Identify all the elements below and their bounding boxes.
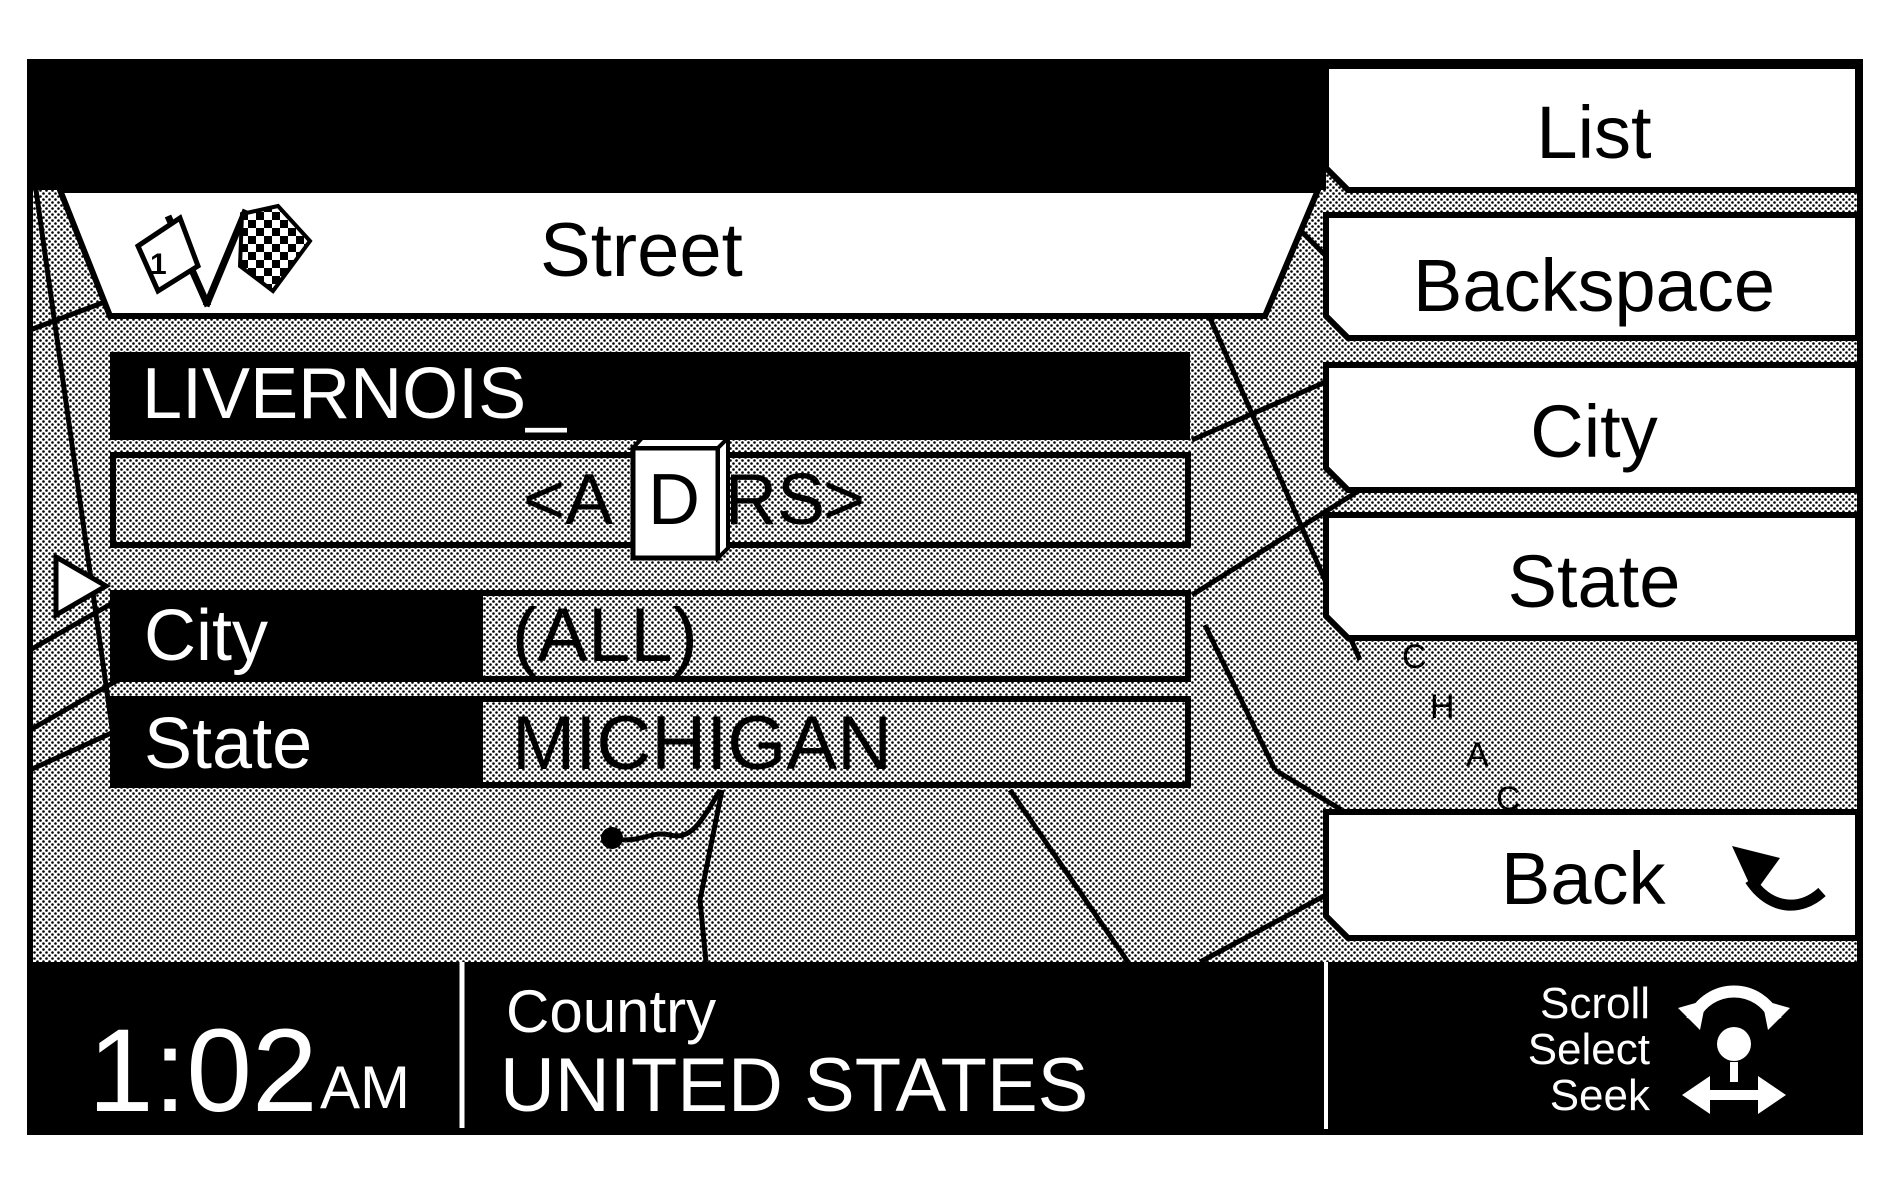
map-place-letter: H — [1430, 688, 1455, 726]
map-place-letter: C — [1496, 780, 1521, 818]
back-button[interactable]: Back — [1326, 812, 1862, 938]
state-button[interactable]: State — [1326, 515, 1862, 638]
list-button-label: List — [1536, 91, 1652, 174]
street-entry-field[interactable]: LIVERNOIS_ — [142, 354, 567, 434]
letter-before[interactable]: A — [565, 460, 614, 540]
knob-controls-icon — [1678, 985, 1790, 1114]
seek-control-label: Seek — [1549, 1071, 1650, 1120]
select-icon — [1717, 1027, 1751, 1061]
backspace-button[interactable]: Backspace — [1326, 215, 1862, 338]
letter-prev-arrow[interactable]: < — [523, 460, 566, 540]
city-label: City — [144, 596, 268, 676]
clock-ampm: AM — [320, 1054, 410, 1121]
country-label: Country — [506, 978, 717, 1045]
state-label: State — [144, 704, 313, 784]
scroll-control-label: Scroll — [1539, 979, 1650, 1028]
back-button-label: Back — [1501, 837, 1666, 920]
letter-next-arrow[interactable]: > — [823, 460, 866, 540]
city-button-label: City — [1530, 390, 1658, 473]
list-button[interactable]: List — [1326, 66, 1862, 190]
state-row[interactable]: State MICHIGAN — [110, 696, 1188, 788]
pointer-icon — [53, 552, 111, 620]
state-button-label: State — [1507, 540, 1681, 623]
flag-badge-number: 1 — [150, 248, 167, 281]
letter-selected[interactable]: D — [648, 460, 700, 540]
country-value: UNITED STATES — [500, 1043, 1089, 1128]
backspace-button-label: Backspace — [1413, 244, 1775, 327]
city-button[interactable]: City — [1326, 365, 1862, 490]
city-row[interactable]: City (ALL) — [110, 590, 1188, 682]
state-value: MICHIGAN — [512, 701, 892, 786]
map-place-letter: C — [1402, 638, 1427, 676]
map-place-letter: A — [1466, 736, 1489, 774]
flags-icon: 1 — [128, 196, 318, 311]
clock-time: 1:02 — [88, 1005, 318, 1137]
back-arrow-icon — [1732, 846, 1826, 911]
seek-icon — [1682, 1076, 1786, 1114]
city-value: (ALL) — [512, 593, 698, 678]
letter-picker[interactable]: < A D RS > — [113, 455, 1188, 545]
page-title: Street — [540, 208, 743, 293]
select-control-label: Select — [1527, 1025, 1650, 1074]
letter-after[interactable]: RS — [725, 460, 826, 540]
map-roads — [28, 189, 1363, 965]
